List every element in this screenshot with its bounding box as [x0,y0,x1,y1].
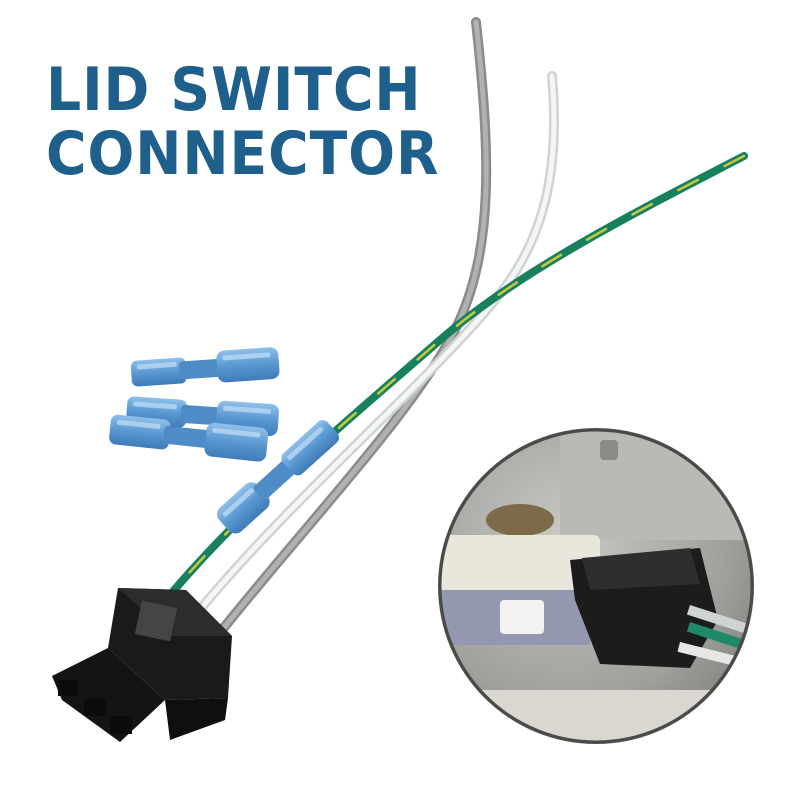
title-line-2: CONNECTOR [46,119,440,189]
connector-housing-icon [52,588,232,742]
butt-connector-icon [217,420,340,534]
butt-connector-icon [109,414,269,462]
green-wire-stripe [168,154,746,597]
white-wire-highlight [195,73,557,615]
title-line-1: LID SWITCH [46,55,422,125]
installation-inset [438,428,754,744]
butt-connector-icon [130,347,280,387]
product-title: LID SWITCH CONNECTOR [46,58,439,186]
